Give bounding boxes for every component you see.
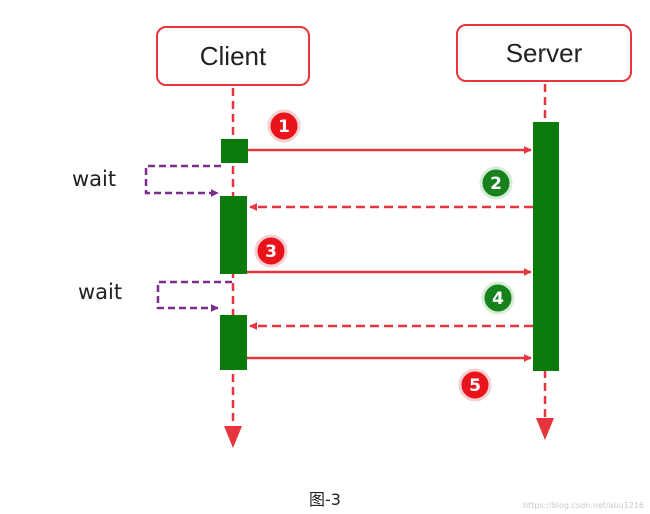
server-actor-box: Server	[456, 24, 632, 82]
step-badge-1: 1	[267, 109, 301, 143]
figure-caption: 图-3	[309, 490, 341, 509]
step-badge-5-label: 5	[469, 376, 481, 396]
client-activation-2	[220, 196, 247, 274]
wait-label-2: wait	[78, 280, 123, 304]
step-badge-4: 4	[481, 281, 515, 315]
step-badge-5: 5	[458, 368, 492, 402]
watermark: https://blog.csdn.net/abu1216	[523, 501, 644, 510]
client-activation-3	[220, 315, 247, 370]
wait-loop-2	[156, 280, 232, 312]
step-badge-4-label: 4	[492, 289, 504, 309]
step-badge-1-label: 1	[278, 117, 290, 137]
wait-label-1: wait	[72, 167, 117, 191]
client-actor-box: Client	[156, 26, 310, 86]
client-actor-label: Client	[199, 40, 267, 71]
client-activation-1	[221, 139, 248, 163]
server-actor-label: Server	[505, 37, 583, 68]
wait-loop-1	[144, 164, 221, 197]
step-badge-3-label: 3	[265, 242, 277, 262]
server-lifeline-arrowhead	[536, 418, 554, 440]
step-badge-3: 3	[254, 234, 288, 268]
client-lifeline-arrowhead	[224, 426, 242, 448]
step-badge-2-label: 2	[490, 174, 502, 194]
server-activation	[533, 122, 559, 371]
step-badge-2: 2	[479, 166, 513, 200]
